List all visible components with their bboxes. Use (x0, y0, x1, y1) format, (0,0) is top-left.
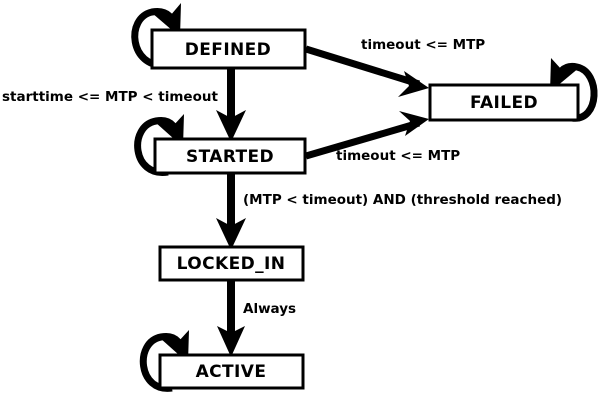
state-label-locked-in: LOCKED_IN (177, 254, 286, 274)
edge-label-defined-to-failed: timeout <= MTP (361, 37, 485, 53)
edge-label-started-to-locked-in: (MTP < timeout) AND (threshold reached) (243, 192, 562, 208)
edge-started-to-locked-in (216, 173, 246, 250)
edge-label-locked-in-to-active: Always (243, 301, 296, 317)
state-node-defined[interactable]: DEFINED (150, 28, 307, 70)
edge-label-defined-to-started: starttime <= MTP < timeout (2, 89, 218, 105)
state-label-started: STARTED (186, 147, 274, 167)
state-label-active: ACTIVE (196, 362, 267, 382)
state-label-failed: FAILED (470, 93, 538, 113)
edge-defined-to-started (216, 68, 246, 142)
state-node-active[interactable]: ACTIVE (158, 353, 305, 390)
state-node-failed[interactable]: FAILED (428, 83, 580, 122)
edge-label-started-to-failed: timeout <= MTP (336, 148, 460, 164)
state-node-started[interactable]: STARTED (153, 137, 307, 175)
state-node-locked-in[interactable]: LOCKED_IN (158, 245, 305, 282)
state-label-defined: DEFINED (185, 40, 271, 60)
edge-started-to-failed (305, 111, 429, 160)
edge-defined-to-failed (304, 45, 429, 97)
